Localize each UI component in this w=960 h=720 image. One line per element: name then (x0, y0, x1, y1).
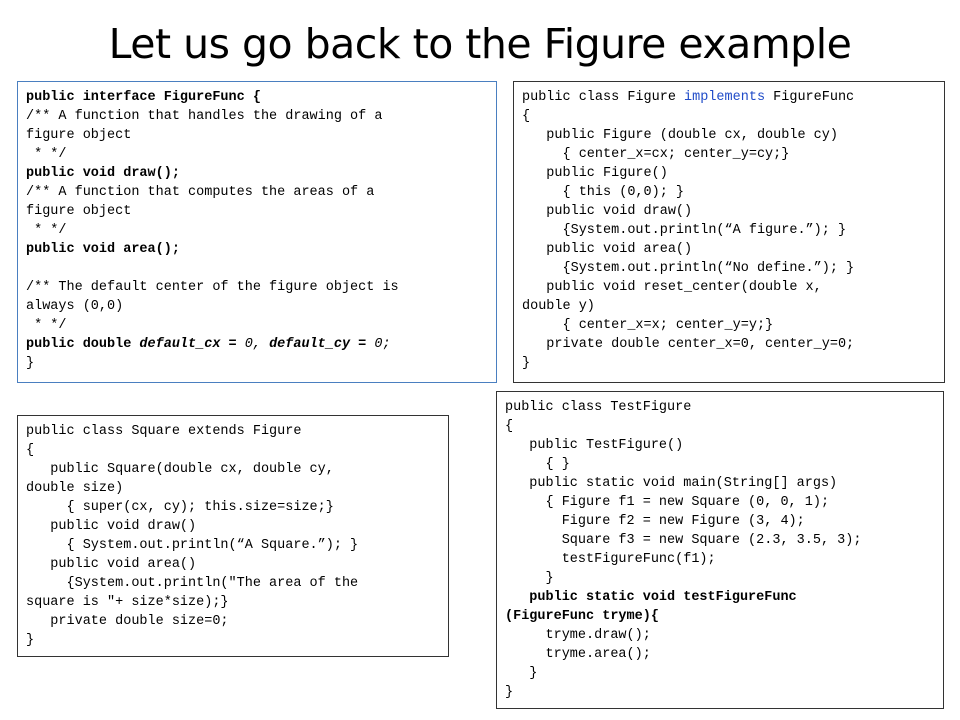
code-line: * */ (26, 223, 67, 238)
code-line: {System.out.println("The area of the (26, 576, 359, 591)
figurefunc-interface-code: public interface FigureFunc { /** A func… (17, 81, 497, 383)
code-line: { center_x=cx; center_y=cy;} (522, 147, 790, 162)
code-text: public class Figure (522, 90, 685, 105)
code-line: } (26, 356, 35, 371)
code-line: public static void main(String[] args) (505, 476, 838, 491)
code-line: { (26, 443, 35, 458)
code-line: public Figure (double cx, double cy) (522, 128, 838, 143)
code-line: double y) (522, 299, 595, 314)
code-line: public void draw() (522, 204, 693, 219)
slide-title: Let us go back to the Figure example (108, 20, 852, 68)
code-text: 0, (244, 337, 270, 352)
code-text: default_cx = (139, 337, 245, 352)
code-line: { (522, 109, 531, 124)
code-line: tryme.area(); (505, 647, 651, 662)
code-line: public void reset_center(double x, (522, 280, 822, 295)
code-line: } (522, 356, 531, 371)
code-line-defaults: public double default_cx = 0, default_cy… (26, 335, 488, 354)
code-line: figure object (26, 204, 132, 219)
testfigure-class-code: public class TestFigure { public TestFig… (496, 391, 944, 709)
code-line: public void draw() (26, 519, 197, 534)
code-line: public void area() (522, 242, 693, 257)
code-line: { Figure f1 = new Square (0, 0, 1); (505, 495, 830, 510)
code-line: (FigureFunc tryme){ (505, 609, 659, 624)
code-line: Square f3 = new Square (2.3, 3.5, 3); (505, 533, 862, 548)
code-text: FigureFunc (765, 90, 855, 105)
code-line-class-header: public class Figure implements FigureFun… (522, 88, 936, 107)
code-text: public double (26, 337, 140, 352)
code-line: } (505, 685, 514, 700)
code-line: /** The default center of the figure obj… (26, 280, 399, 295)
code-line: public Square(double cx, double cy, (26, 462, 334, 477)
code-line: square is "+ size*size);} (26, 595, 229, 610)
code-line (26, 259, 488, 278)
code-line: { this (0,0); } (522, 185, 685, 200)
code-line: public Figure() (522, 166, 668, 181)
figure-class-code: public class Figure implements FigureFun… (513, 81, 945, 383)
code-line: public void area() (26, 557, 197, 572)
code-line: { System.out.println(“A Square.”); } (26, 538, 359, 553)
code-line: public void draw(); (26, 166, 180, 181)
code-text: default_cy = (269, 337, 375, 352)
code-line: * */ (26, 147, 67, 162)
code-line: private double size=0; (26, 614, 229, 629)
code-line: * */ (26, 318, 67, 333)
code-line: } (26, 633, 35, 648)
code-line: public interface FigureFunc { (26, 90, 261, 105)
code-line: public class TestFigure (505, 400, 692, 415)
code-line: tryme.draw(); (505, 628, 651, 643)
code-line: } (505, 666, 538, 681)
code-line: always (0,0) (26, 299, 124, 314)
code-line: /** A function that handles the drawing … (26, 109, 383, 124)
implements-keyword: implements (684, 90, 766, 105)
code-line: public TestFigure() (505, 438, 684, 453)
code-line: public void area(); (26, 242, 180, 257)
code-line: double size) (26, 481, 124, 496)
code-line: {System.out.println(“No define.”); } (522, 261, 855, 276)
code-line: { (505, 419, 514, 434)
code-line: testFigureFunc(f1); (505, 552, 716, 567)
code-line: Figure f2 = new Figure (3, 4); (505, 514, 805, 529)
code-line: {System.out.println(“A figure.”); } (522, 223, 847, 238)
code-line: { super(cx, cy); this.size=size;} (26, 500, 334, 515)
code-line: figure object (26, 128, 132, 143)
code-text: 0; (374, 337, 391, 352)
code-line: } (505, 571, 554, 586)
code-line: public static void testFigureFunc (505, 590, 797, 605)
code-line: /** A function that computes the areas o… (26, 185, 375, 200)
code-line: { center_x=x; center_y=y;} (522, 318, 774, 333)
code-line: public class Square extends Figure (26, 424, 302, 439)
code-line: { } (505, 457, 570, 472)
square-class-code: public class Square extends Figure { pub… (17, 415, 449, 657)
code-line: private double center_x=0, center_y=0; (522, 337, 855, 352)
